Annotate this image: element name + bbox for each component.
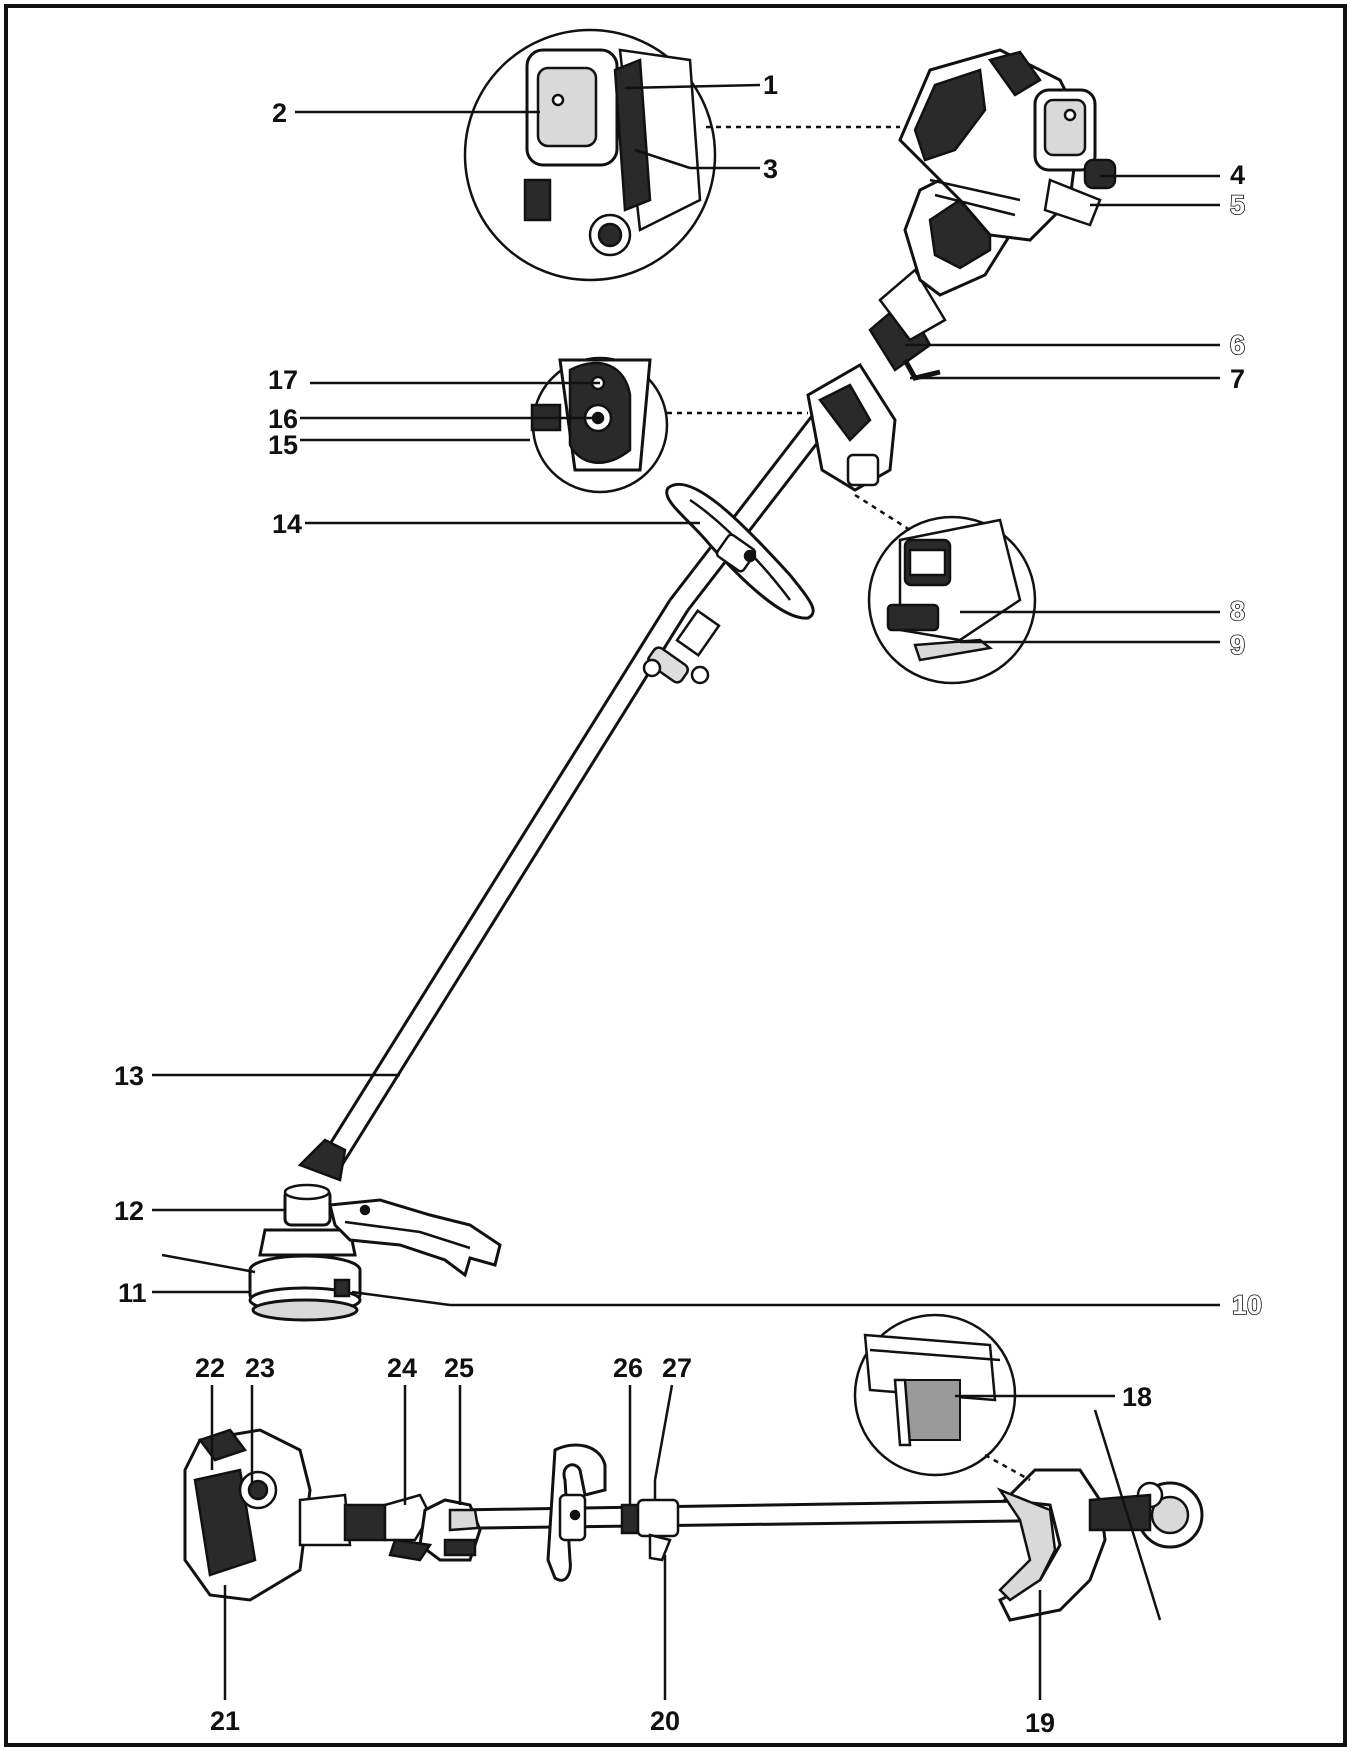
callout-2: 2	[272, 98, 288, 128]
callout-10: 10	[1231, 1290, 1263, 1320]
callout-9: 9	[1229, 630, 1246, 660]
callout-1: 1	[763, 70, 779, 100]
callout-25: 25	[444, 1353, 475, 1383]
shaft-coupling	[642, 609, 721, 685]
callout-15: 15	[268, 430, 299, 460]
callout-27: 27	[662, 1353, 693, 1383]
callout-6: 6	[1229, 330, 1246, 360]
callout-21: 21	[210, 1706, 241, 1736]
callout-17: 17	[268, 365, 299, 395]
trimmer-side	[183, 1409, 1204, 1622]
callout-7: 7	[1230, 364, 1246, 394]
callout-16: 16	[268, 404, 299, 434]
page-border	[4, 4, 1347, 1747]
callout-26: 26	[613, 1353, 644, 1383]
callout-23: 23	[245, 1353, 276, 1383]
callout-leaders	[152, 83, 1220, 1700]
engine-upright	[898, 48, 1117, 297]
leader-detail-to-guard	[984, 1453, 1031, 1482]
callout-22: 22	[195, 1353, 226, 1383]
leader-lock-to-handle	[854, 493, 911, 532]
callout-19: 19	[1025, 1708, 1056, 1738]
detail-guard-blade	[853, 1313, 1017, 1477]
callout-12: 12	[114, 1196, 145, 1226]
detail-switch	[530, 356, 669, 494]
callout-24: 24	[387, 1353, 418, 1383]
callout-14: 14	[272, 509, 303, 539]
detail-throttle-lock	[867, 515, 1037, 685]
callout-5: 5	[1229, 190, 1246, 220]
callout-8: 8	[1229, 596, 1246, 626]
detail-carburetor	[463, 28, 717, 282]
trimmer-upright	[161, 48, 1117, 1322]
cutting-head-upright	[161, 1138, 502, 1322]
callout-4: 4	[1230, 160, 1246, 190]
loop-handle	[665, 482, 815, 620]
callout-13: 13	[114, 1061, 145, 1091]
throttle-handle	[806, 268, 947, 492]
callout-11: 11	[118, 1278, 147, 1308]
callout-3: 3	[763, 154, 779, 184]
callout-20: 20	[650, 1706, 681, 1736]
callout-18: 18	[1122, 1382, 1153, 1412]
